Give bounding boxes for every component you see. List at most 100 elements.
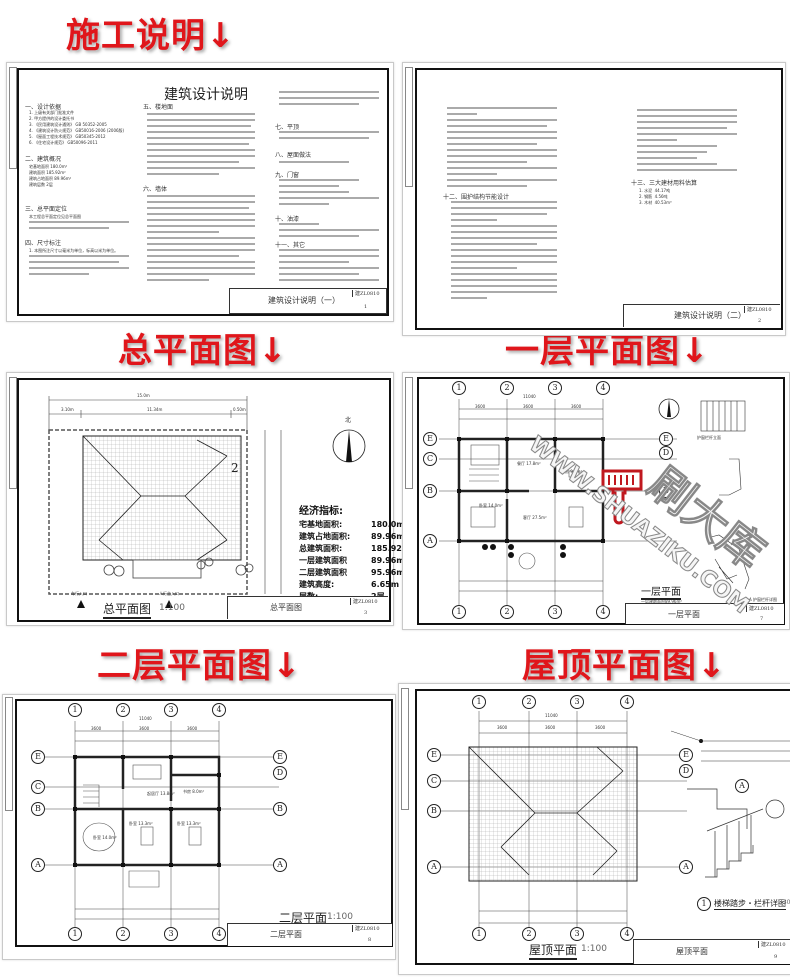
dim-left: 3.10m (61, 407, 74, 412)
axis-label: D (273, 766, 287, 780)
title-block: 建筑设计说明（一） 建ZL0810 1 (229, 288, 387, 314)
title-block-sheet-no: 7 (760, 616, 764, 622)
roof-plan-drawing (437, 711, 790, 931)
axis-label: E (423, 432, 437, 446)
title-block-sheet-no: 8 (368, 937, 372, 943)
axis-label: 3 (570, 695, 584, 709)
sheet-site-plan: 2 15.0m 3.10m 11.34m 0.50m 北 车行入口 人行主入口 … (6, 372, 414, 626)
room-label: 卧室 14.0m² (479, 503, 503, 508)
sheet-roof-plan: 1 2 3 4 1 2 3 4 E C B A E D A 11040 3600… (398, 683, 790, 975)
section-heading: 九、门窗 (275, 172, 300, 179)
title-block-sheet-no: 1 (364, 304, 368, 310)
material-line: 3. 木材 40.53m³ (639, 200, 672, 205)
axis-label: 4 (596, 605, 610, 619)
title-block-code: 建ZL0810 (746, 605, 774, 612)
drawing-frame: 2 15.0m 3.10m 11.34m 0.50m 北 车行入口 人行主入口 … (17, 378, 414, 622)
title-block-code: 建ZL0810 (350, 598, 378, 605)
dim-segment: 3600 (595, 725, 606, 730)
axis-label: B (427, 804, 441, 818)
title-block-name: 建筑设计说明（一） (268, 296, 340, 305)
dim-overall: 11040 (545, 713, 558, 718)
title-block-code: 建ZL0810 (744, 306, 772, 313)
axis-label: 1 (68, 927, 82, 941)
axis-label: A (679, 860, 693, 874)
axis-label: 2 (500, 381, 514, 395)
dim-overall: 11040 (139, 716, 152, 721)
drawing-frame: 建筑设计说明 一、设计依据 1. 上级有关部门批准文件 2. 甲方提供的设计委托… (17, 68, 389, 316)
economic-row: 建筑占地面积:89.96m² (299, 532, 409, 541)
first-floor-drawing (439, 398, 750, 611)
paintbrush-logo-icon (601, 469, 643, 525)
sheet-title: 建筑设计说明 (164, 87, 248, 103)
room-label: 卧室 14.0m² (93, 835, 117, 840)
axis-label: E (31, 750, 45, 764)
economic-row: 总建筑面积:185.92m² (299, 544, 414, 553)
second-floor-drawing (45, 721, 279, 933)
axis-label: 3 (570, 927, 584, 941)
dim-segment: 3600 (545, 725, 556, 730)
dim-right: 0.50m (233, 407, 246, 412)
entrance-car-label: 车行入口 (71, 591, 87, 596)
title-block: 一层平面 建ZL0810 7 (625, 603, 784, 624)
dim-segment: 3600 (571, 404, 582, 409)
heading-second-floor-plan: 二层平面图↓ (97, 646, 302, 686)
axis-label: 4 (212, 703, 226, 717)
room-label: 客厅 27.5m² (523, 515, 547, 520)
axis-label: D (659, 446, 673, 460)
section-line: 建筑层数 2层 (29, 182, 53, 187)
title-block-sheet-no: 2 (758, 318, 762, 324)
section-heading: 六、墙体 (143, 186, 168, 193)
detail-marker: A (735, 779, 749, 793)
axis-label: 1 (472, 927, 486, 941)
axis-label: A (423, 534, 437, 548)
axis-label: 3 (548, 605, 562, 619)
axis-label: 1 (452, 605, 466, 619)
axis-label: 4 (212, 927, 226, 941)
axis-label: A (31, 858, 45, 872)
axis-label: 2 (116, 703, 130, 717)
dim-segment: 3600 (187, 726, 198, 731)
detail-title: 楼梯踏步・栏杆详图 (714, 899, 786, 910)
axis-label: 1 (68, 703, 82, 717)
title-block-name: 建筑设计说明（二） (674, 311, 746, 320)
axis-label: B (423, 484, 437, 498)
detail-label: 护窗栏杆立面 (697, 435, 721, 440)
heading-first-floor-plan: 一层平面图↓ (505, 331, 710, 371)
drawing-frame: 1 2 3 4 1 2 3 4 E C B A E D B 11040 3600… (417, 377, 785, 625)
plan-title: 一层平面 (641, 583, 681, 600)
drawing-frame: 十二、围护结构节能设计 十三、三大建材用料估算 1. 水泥 44.17吨 2. … (415, 68, 783, 330)
title-block-code: 建ZL0810 (758, 941, 786, 948)
title-block: 建筑设计说明（二） 建ZL0810 2 (623, 304, 780, 327)
section-line: 1. 本图所注尺寸以毫米为单位，标高以米为单位。 (29, 248, 119, 253)
economic-row: 建筑高度:6.65m (299, 580, 400, 589)
section-heading: 五、楼地面 (143, 104, 174, 111)
entrance-main-label: 人行主入口 (159, 591, 179, 596)
axis-label: 1 (452, 381, 466, 395)
north-label: 北 (345, 417, 352, 424)
svg-text:2: 2 (231, 461, 239, 475)
axis-label: A (427, 860, 441, 874)
sheet-design-notes-2: 十二、围护结构节能设计 十三、三大建材用料估算 1. 水泥 44.17吨 2. … (402, 62, 786, 336)
economic-row: 宅基地面积:180.0m² (299, 520, 409, 529)
axis-label: 2 (500, 605, 514, 619)
dim-overall: 11040 (523, 394, 536, 399)
title-block-name: 二层平面 (270, 930, 302, 939)
dim-overall: 15.0m (137, 393, 150, 398)
axis-label: D (679, 764, 693, 778)
site-plan-drawing: 2 (48, 396, 366, 608)
dim-segment: 3600 (497, 725, 508, 730)
sheet-side-strip (405, 67, 413, 187)
room-label: 餐厅 17.8m² (517, 461, 541, 466)
axis-label: 2 (116, 927, 130, 941)
section-line: 宅基地面积 180.0m² (29, 164, 68, 169)
plan-scale: 1:100 (581, 944, 607, 954)
axis-label: 2 (522, 927, 536, 941)
section-line: 建筑面积 185.92m² (29, 170, 66, 175)
section-heading: 十、油漆 (275, 216, 300, 223)
plan-subtitle: 一层建筑面积89.96m² (641, 599, 682, 604)
axis-label: E (273, 750, 287, 764)
dim-segment: 3600 (91, 726, 102, 731)
sheet-side-strip (401, 688, 409, 810)
title-block-code: 建ZL0810 (352, 925, 380, 932)
